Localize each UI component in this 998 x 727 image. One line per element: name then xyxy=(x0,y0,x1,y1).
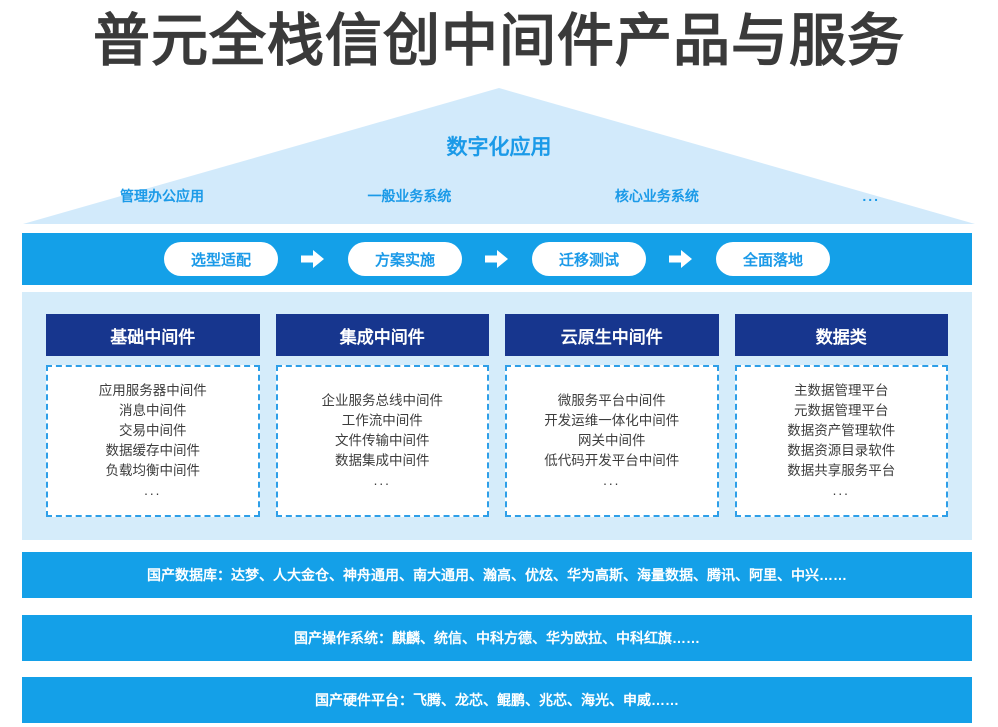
process-step-0[interactable]: 选型适配 xyxy=(164,242,278,276)
card-item: 应用服务器中间件 xyxy=(98,383,207,398)
card-item: 消息中间件 xyxy=(119,403,187,418)
roof-item-1[interactable]: 一般业务系统 xyxy=(367,188,452,204)
middleware-panel: 基础中间件 应用服务器中间件 消息中间件 交易中间件 数据缓存中间件 负载均衡中… xyxy=(22,292,972,540)
card-header-3[interactable]: 数据类 xyxy=(734,314,948,356)
process-step-1[interactable]: 方案实施 xyxy=(348,242,462,276)
process-step-3[interactable]: 全面落地 xyxy=(716,242,830,276)
card-body-1: 企业服务总线中间件 工作流中间件 文件传输中间件 数据集成中间件 ... xyxy=(275,365,489,517)
card-body-2: 微服务平台中间件 开发运维一体化中间件 网关中间件 低代码开发平台中间件 ... xyxy=(505,365,719,517)
stack-bar-hardware: 国产硬件平台：飞腾、龙芯、鲲鹏、兆芯、海光、申威…… xyxy=(22,677,972,723)
roof-item-list: 管理办公应用 一般业务系统 核心业务系统 ... xyxy=(120,186,880,206)
card-header-0[interactable]: 基础中间件 xyxy=(46,314,260,356)
card-item: 企业服务总线中间件 xyxy=(321,393,444,408)
arrow-right-icon-shape xyxy=(301,250,324,268)
card-header-2[interactable]: 云原生中间件 xyxy=(505,314,719,356)
stack-bar-os-text: 国产操作系统：麒麟、统信、中科方德、华为欧拉、中科红旗…… xyxy=(294,630,700,646)
middleware-card-0: 基础中间件 应用服务器中间件 消息中间件 交易中间件 数据缓存中间件 负载均衡中… xyxy=(46,314,260,517)
middleware-card-2: 云原生中间件 微服务平台中间件 开发运维一体化中间件 网关中间件 低代码开发平台… xyxy=(505,314,719,517)
card-body-0: 应用服务器中间件 消息中间件 交易中间件 数据缓存中间件 负载均衡中间件 ... xyxy=(46,365,260,517)
page-title: 普元全栈信创中间件产品与服务 xyxy=(93,9,905,73)
card-item: ... xyxy=(144,483,162,498)
middleware-card-1: 集成中间件 企业服务总线中间件 工作流中间件 文件传输中间件 数据集成中间件 .… xyxy=(275,314,489,517)
card-item: 网关中间件 xyxy=(578,433,646,448)
middleware-card-3: 数据类 主数据管理平台 元数据管理平台 数据资产管理软件 数据资源目录软件 数据… xyxy=(734,314,948,517)
arrow-right-icon xyxy=(484,248,510,270)
arrow-right-icon xyxy=(300,248,326,270)
card-item: ... xyxy=(832,483,850,498)
stack-bar-hardware-text: 国产硬件平台：飞腾、龙芯、鲲鹏、兆芯、海光、申威…… xyxy=(315,692,679,708)
card-body-3: 主数据管理平台 元数据管理平台 数据资产管理软件 数据资源目录软件 数据共享服务… xyxy=(734,365,948,517)
arrow-right-icon xyxy=(668,248,694,270)
card-item: 数据集成中间件 xyxy=(335,453,430,468)
middleware-card-list: 基础中间件 应用服务器中间件 消息中间件 交易中间件 数据缓存中间件 负载均衡中… xyxy=(46,314,948,517)
stack-bar-os: 国产操作系统：麒麟、统信、中科方德、华为欧拉、中科红旗…… xyxy=(22,615,972,661)
card-item: 数据共享服务平台 xyxy=(787,463,896,478)
card-item: 文件传输中间件 xyxy=(335,433,430,448)
card-item: 元数据管理平台 xyxy=(794,403,889,418)
card-item: ... xyxy=(603,473,621,488)
card-item: 负载均衡中间件 xyxy=(105,463,201,478)
card-item: 交易中间件 xyxy=(119,423,187,438)
card-item: 工作流中间件 xyxy=(341,413,423,428)
process-step-2[interactable]: 迁移测试 xyxy=(532,242,646,276)
card-item: 低代码开发平台中间件 xyxy=(544,453,680,468)
arrow-right-icon-shape xyxy=(669,250,692,268)
stack-bar-database-text: 国产数据库：达梦、人大金仓、神舟通用、南大通用、瀚高、优炫、华为高斯、海量数据、… xyxy=(147,567,847,583)
card-item: 数据缓存中间件 xyxy=(105,443,201,458)
arrow-right-icon-shape xyxy=(485,250,508,268)
process-bar: 选型适配 方案实施 迁移测试 全面落地 xyxy=(22,233,972,285)
stack-bar-database: 国产数据库：达梦、人大金仓、神舟通用、南大通用、瀚高、优炫、华为高斯、海量数据、… xyxy=(22,552,972,598)
roof-item-3[interactable]: ... xyxy=(862,188,880,204)
card-item: 微服务平台中间件 xyxy=(557,393,666,408)
roof-item-2[interactable]: 核心业务系统 xyxy=(614,188,699,204)
card-header-1[interactable]: 集成中间件 xyxy=(275,314,489,356)
card-item: ... xyxy=(373,473,391,488)
roof-triangle-shape xyxy=(23,88,975,224)
card-item: 数据资源目录软件 xyxy=(787,443,896,458)
card-item: 主数据管理平台 xyxy=(794,383,889,398)
roof-item-0[interactable]: 管理办公应用 xyxy=(120,188,204,204)
roof-triangle xyxy=(0,86,998,226)
card-item: 数据资产管理软件 xyxy=(787,423,896,438)
roof-title: 数字化应用 xyxy=(446,136,552,159)
card-item: 开发运维一体化中间件 xyxy=(544,413,680,428)
